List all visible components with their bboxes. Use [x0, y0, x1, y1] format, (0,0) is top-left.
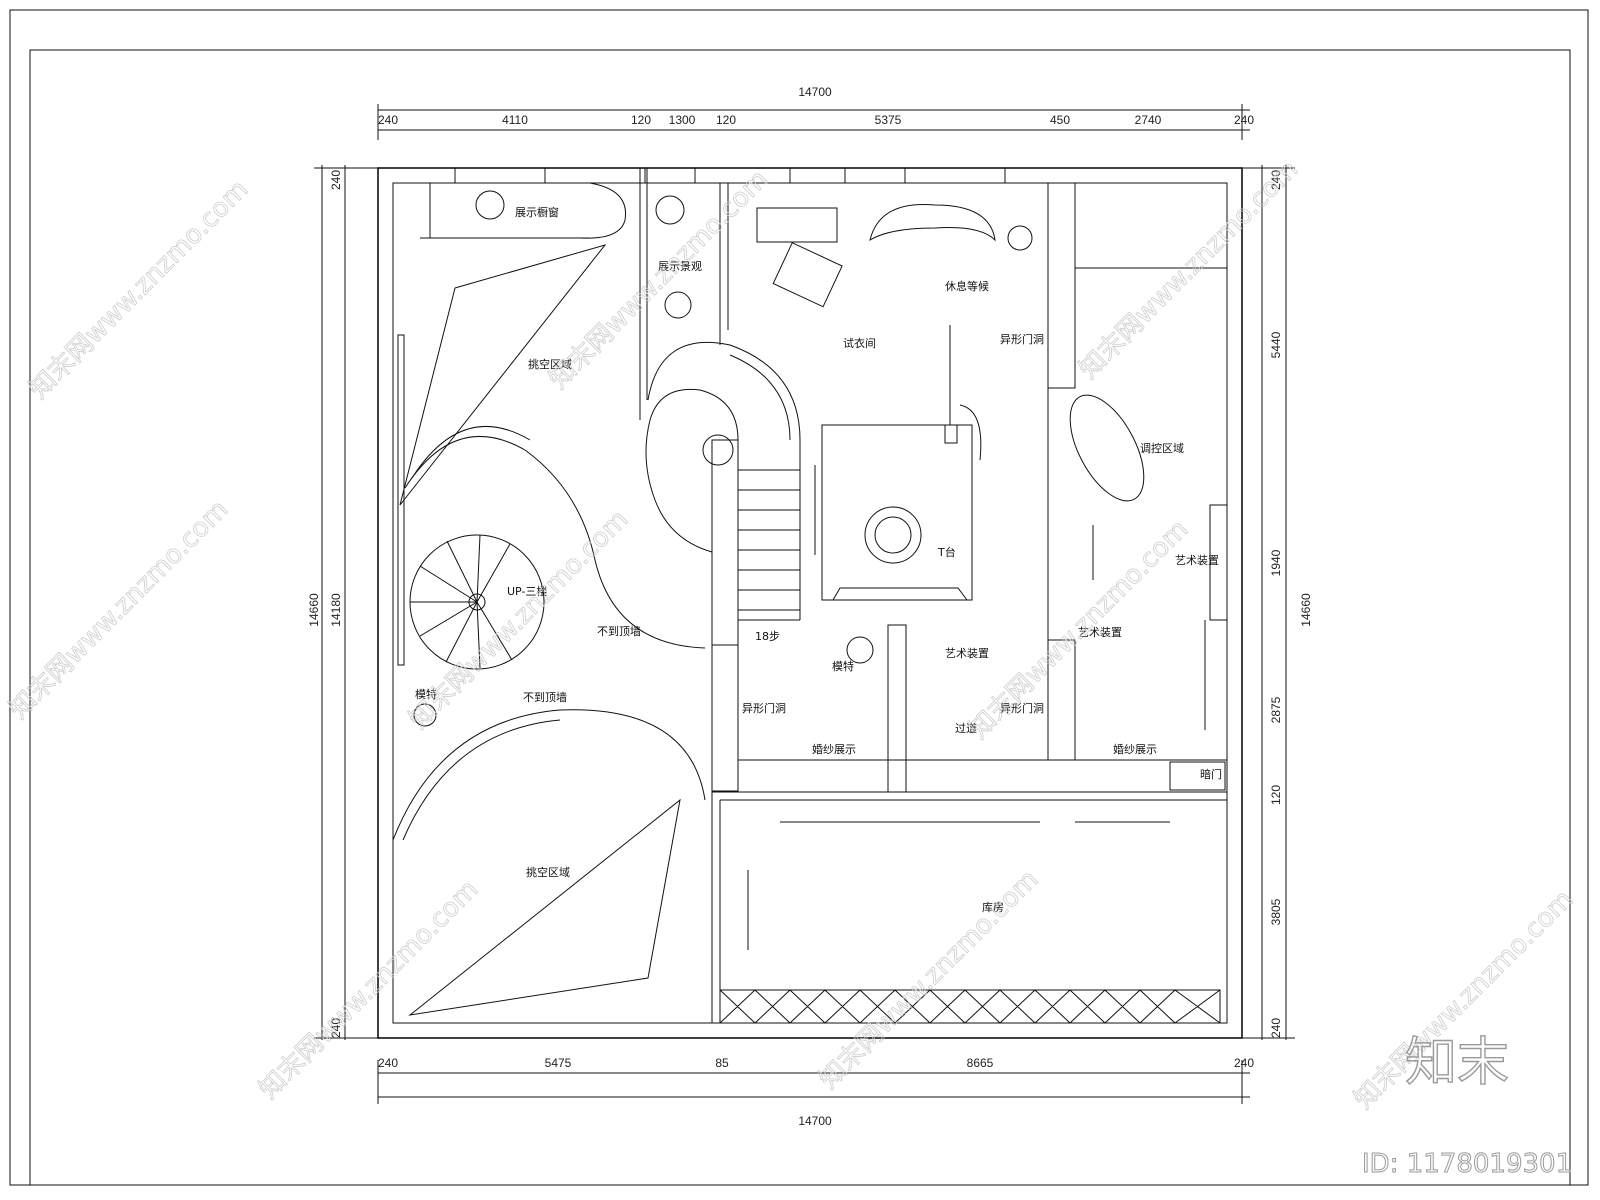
- label-special-door-1: 异形门洞: [1000, 332, 1044, 346]
- room-labels: 展示橱窗 展示景观 休息等候 试衣间 异形门洞 挑空区域 调控区域 T台 艺术装…: [415, 205, 1222, 914]
- control-area-shape: [1069, 394, 1145, 502]
- watermark-site-4: 知末网www.znzmo.com: [4, 494, 235, 725]
- label-steps: 18步: [755, 630, 780, 643]
- watermark-site-8: 知末网www.znzmo.com: [814, 864, 1045, 1095]
- label-fitting-room: 试衣间: [843, 336, 876, 350]
- dim-top-9: 240: [1234, 113, 1254, 127]
- dim-top-7: 450: [1050, 113, 1070, 127]
- dim-right-7: 240: [1269, 1018, 1283, 1038]
- curved-wall-top: [404, 436, 706, 649]
- right-dimensions: 240 5440 1940 2875 120 3805 240 14660: [1240, 165, 1313, 1040]
- dim-left-inner: 14180: [329, 593, 343, 627]
- watermark-brand: 知末: [1405, 1033, 1509, 1093]
- label-storage: 库房: [982, 901, 1004, 914]
- dim-top-3: 120: [631, 113, 651, 127]
- dim-bottom-2: 5475: [545, 1056, 572, 1070]
- arch-wall: [392, 709, 706, 841]
- dim-bottom-5: 240: [1234, 1056, 1254, 1070]
- dim-right-4: 2875: [1269, 696, 1283, 723]
- dim-left-bottom-small: 240: [329, 1018, 343, 1038]
- dim-right-1: 240: [1269, 170, 1283, 190]
- dim-right-3: 1940: [1269, 549, 1283, 576]
- dim-top-total: 14700: [798, 85, 832, 99]
- dim-top-1: 240: [378, 113, 398, 127]
- cantilever-bottom-outline: [408, 798, 681, 1016]
- dim-top-4: 1300: [669, 113, 696, 127]
- dim-right-6: 3805: [1269, 898, 1283, 925]
- left-railing: [397, 334, 405, 666]
- dim-bottom-3: 85: [715, 1056, 729, 1070]
- clothing-racks: [740, 267, 1215, 950]
- watermark-site-7: 知末网www.znzmo.com: [254, 874, 485, 1105]
- label-display-landscape: 展示景观: [658, 260, 702, 273]
- top-dimensions: 14700 240 4110 120 1300 120 5375 450 274…: [377, 85, 1254, 140]
- watermark-site-6: 知末网www.znzmo.com: [964, 514, 1195, 745]
- label-not-ceiling-wall-2: 不到顶墙: [523, 690, 567, 704]
- dim-right-5: 120: [1269, 785, 1283, 805]
- curved-stair-center: [645, 341, 801, 621]
- label-not-ceiling-wall-1: 不到顶墙: [597, 624, 641, 638]
- watermarks: 知末网www.znzmo.com 知末网www.znzmo.com 知末网www…: [3, 154, 1579, 1115]
- label-corridor: 过道: [955, 721, 977, 735]
- label-control-area: 调控区域: [1140, 441, 1184, 455]
- sheet-frame-outer: [9, 9, 1589, 1186]
- label-display-window: 展示橱窗: [515, 205, 559, 219]
- dim-top-5: 120: [716, 113, 736, 127]
- dim-top-8: 2740: [1135, 113, 1162, 127]
- label-special-door-2: 异形门洞: [742, 701, 786, 715]
- sheet-frame-inner: [29, 49, 1571, 1186]
- dim-bottom-total: 14700: [798, 1114, 832, 1128]
- dim-right-2: 5440: [1269, 331, 1283, 358]
- dim-left-outer: 14660: [307, 593, 321, 627]
- label-special-door-3: 异形门洞: [1000, 701, 1044, 715]
- dim-bottom-4: 8665: [967, 1056, 994, 1070]
- dim-bottom-1: 240: [378, 1056, 398, 1070]
- spiral-stair-left: [409, 534, 545, 670]
- t-stage: [821, 325, 982, 601]
- label-rest-wait: 休息等候: [945, 279, 989, 293]
- bottom-dimensions: 240 5475 85 8665 240 14700: [377, 1056, 1254, 1128]
- cantilever-top-outline: [399, 244, 607, 506]
- watermark-site-2: 知末网www.znzmo.com: [544, 164, 775, 395]
- dim-top-2: 4110: [502, 113, 528, 127]
- label-art-install-center: 艺术装置: [945, 647, 989, 660]
- label-up-stairs: UP-三楼: [507, 584, 547, 598]
- watermark-site-5: 知末网www.znzmo.com: [404, 504, 635, 735]
- label-art-install-right: 艺术装置: [1175, 554, 1219, 567]
- dim-right-total: 14660: [1299, 593, 1313, 627]
- label-model-left: 模特: [415, 687, 437, 701]
- label-wedding-display-2: 婚纱展示: [1113, 742, 1157, 756]
- label-cantilever-bottom: 挑空区域: [526, 865, 570, 879]
- dim-top-6: 5375: [875, 113, 902, 127]
- left-dimensions: 14660 14180 240 240: [307, 165, 380, 1040]
- label-hidden-door: 暗门: [1200, 767, 1222, 781]
- label-model-center: 模特: [832, 659, 854, 673]
- storage-shelving: [719, 989, 1221, 1024]
- watermark-site-1: 知末网www.znzmo.com: [24, 174, 255, 405]
- label-wedding-display-1: 婚纱展示: [812, 742, 856, 756]
- label-cantilever-top: 挑空区域: [528, 357, 572, 371]
- mannequin-figures: [413, 190, 874, 727]
- label-t-stage: T台: [937, 545, 956, 559]
- label-art-install-right2: 艺术装置: [1078, 626, 1122, 639]
- watermark-id: ID: 1178019301: [1362, 1149, 1572, 1179]
- rest-furniture: [756, 203, 1033, 308]
- dim-left-top-small: 240: [329, 170, 343, 190]
